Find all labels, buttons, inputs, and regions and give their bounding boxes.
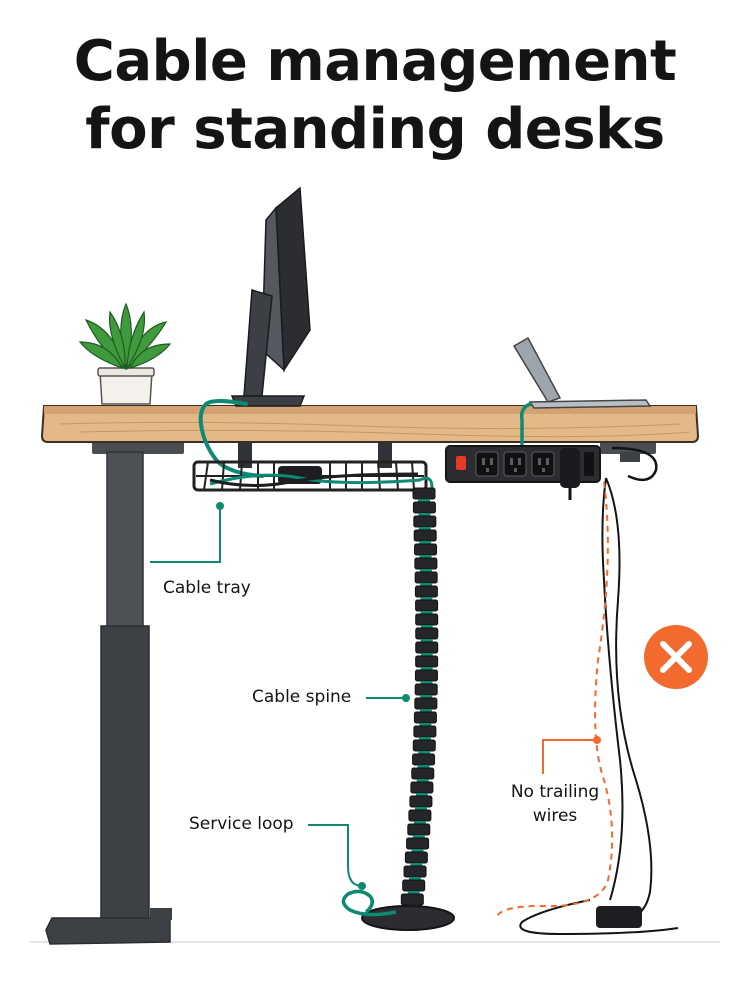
spine-cable-gap: [420, 695, 433, 698]
label-cable-tray: Cable tray: [163, 578, 251, 598]
potted-plant: [78, 302, 172, 405]
spine-segment: [412, 753, 436, 766]
spine-segment: [415, 613, 439, 626]
spine-cable-gap: [420, 681, 433, 684]
spine-cable-gap: [420, 653, 433, 656]
monitor: [230, 186, 311, 407]
spine-cable-gap: [407, 891, 420, 894]
callout-leader-tray: [150, 502, 224, 563]
desktop: [40, 405, 700, 443]
floor-power-adapter: [596, 906, 642, 928]
spine-segment: [402, 879, 426, 892]
callout-leader-spine: [366, 694, 410, 702]
spine-segment: [414, 557, 438, 570]
spine-cable-gap: [418, 751, 431, 754]
power-plug: [560, 448, 580, 488]
spine-cable-gap: [420, 667, 433, 670]
spine-cable-gap: [420, 639, 433, 642]
cable-tray: [192, 460, 434, 492]
spine-segment: [408, 809, 432, 822]
spine-cable-gap: [418, 499, 430, 502]
spine-segment: [414, 683, 438, 696]
spine-segment: [400, 893, 424, 906]
spine-cable-gap: [416, 779, 429, 782]
spine-segment: [413, 529, 437, 542]
power-strip: [445, 445, 601, 500]
spine-segment: [414, 669, 438, 682]
spine-cable-gap: [409, 877, 422, 880]
spine-segment: [415, 627, 439, 640]
spine-segment: [409, 795, 433, 808]
title-line-2: for standing desks: [85, 97, 665, 162]
label-cable-spine: Cable spine: [252, 687, 352, 707]
spine-cable-gap: [419, 709, 432, 712]
monitor-cable: [198, 399, 264, 478]
spine-segment: [413, 725, 437, 738]
spine-segment: [413, 515, 437, 528]
spine-cable-gap: [419, 569, 432, 572]
spine-cable-gap: [418, 513, 431, 516]
spine-segment: [407, 823, 431, 836]
spine-segment: [415, 655, 439, 668]
spine-cable-gap: [414, 807, 427, 810]
service-loop-cable: [341, 889, 397, 917]
callout-leader-trailing: [542, 736, 601, 774]
laptop: [512, 336, 652, 409]
label-service-loop: Service loop: [189, 814, 294, 834]
trailing-wire: [605, 477, 653, 919]
spine-cable-gap: [419, 541, 432, 544]
power-switch: [456, 456, 466, 470]
desk-frame: [45, 432, 656, 945]
label-no-trailing-wires: No trailing wires: [510, 782, 600, 826]
spine-segment: [414, 571, 438, 584]
spine-cable-gap: [420, 583, 433, 586]
callout-leader-loop: [308, 824, 366, 890]
spine-segment: [414, 697, 438, 710]
spine-segment: [415, 641, 439, 654]
spine-segment: [406, 837, 430, 850]
spine-cable-gap: [413, 821, 426, 824]
spine-segment: [413, 711, 437, 724]
spine-segment: [404, 851, 428, 864]
spine-cable-gap: [419, 555, 432, 558]
page-title: Cable management for standing desks: [0, 28, 750, 164]
spine-segment: [411, 767, 435, 780]
spine-segment: [403, 865, 427, 878]
spine-cable-gap: [411, 849, 424, 852]
spine-cable-gap: [415, 793, 428, 796]
cable-spine: [400, 487, 439, 908]
spine-cable-gap: [417, 765, 430, 768]
desk-foot: [45, 917, 171, 945]
spine-cable-gap: [418, 527, 431, 530]
spine-segment: [415, 599, 439, 612]
spine-cable-gap: [418, 737, 431, 740]
spine-cable-gap: [410, 863, 423, 866]
spine-segment: [414, 585, 438, 598]
spine-segment: [412, 739, 436, 752]
spine-segment: [412, 487, 436, 500]
x-circle-icon: [644, 625, 708, 689]
desk-leg-lower: [100, 625, 150, 929]
spine-segment: [414, 543, 438, 556]
spine-base: [361, 905, 455, 931]
spine-cable-gap: [412, 835, 425, 838]
title-line-1: Cable management: [73, 29, 677, 94]
spine-cable-gap: [420, 611, 433, 614]
desk-leg-upper: [106, 451, 144, 631]
spine-cable-gap: [420, 625, 433, 628]
spine-segment: [410, 781, 434, 794]
spine-cable-gap: [420, 597, 433, 600]
spine-segment: [412, 501, 436, 514]
trailing-wire-dashed-path: [495, 481, 614, 919]
spine-cable-gap: [419, 723, 432, 726]
laptop-cable: [519, 402, 532, 446]
